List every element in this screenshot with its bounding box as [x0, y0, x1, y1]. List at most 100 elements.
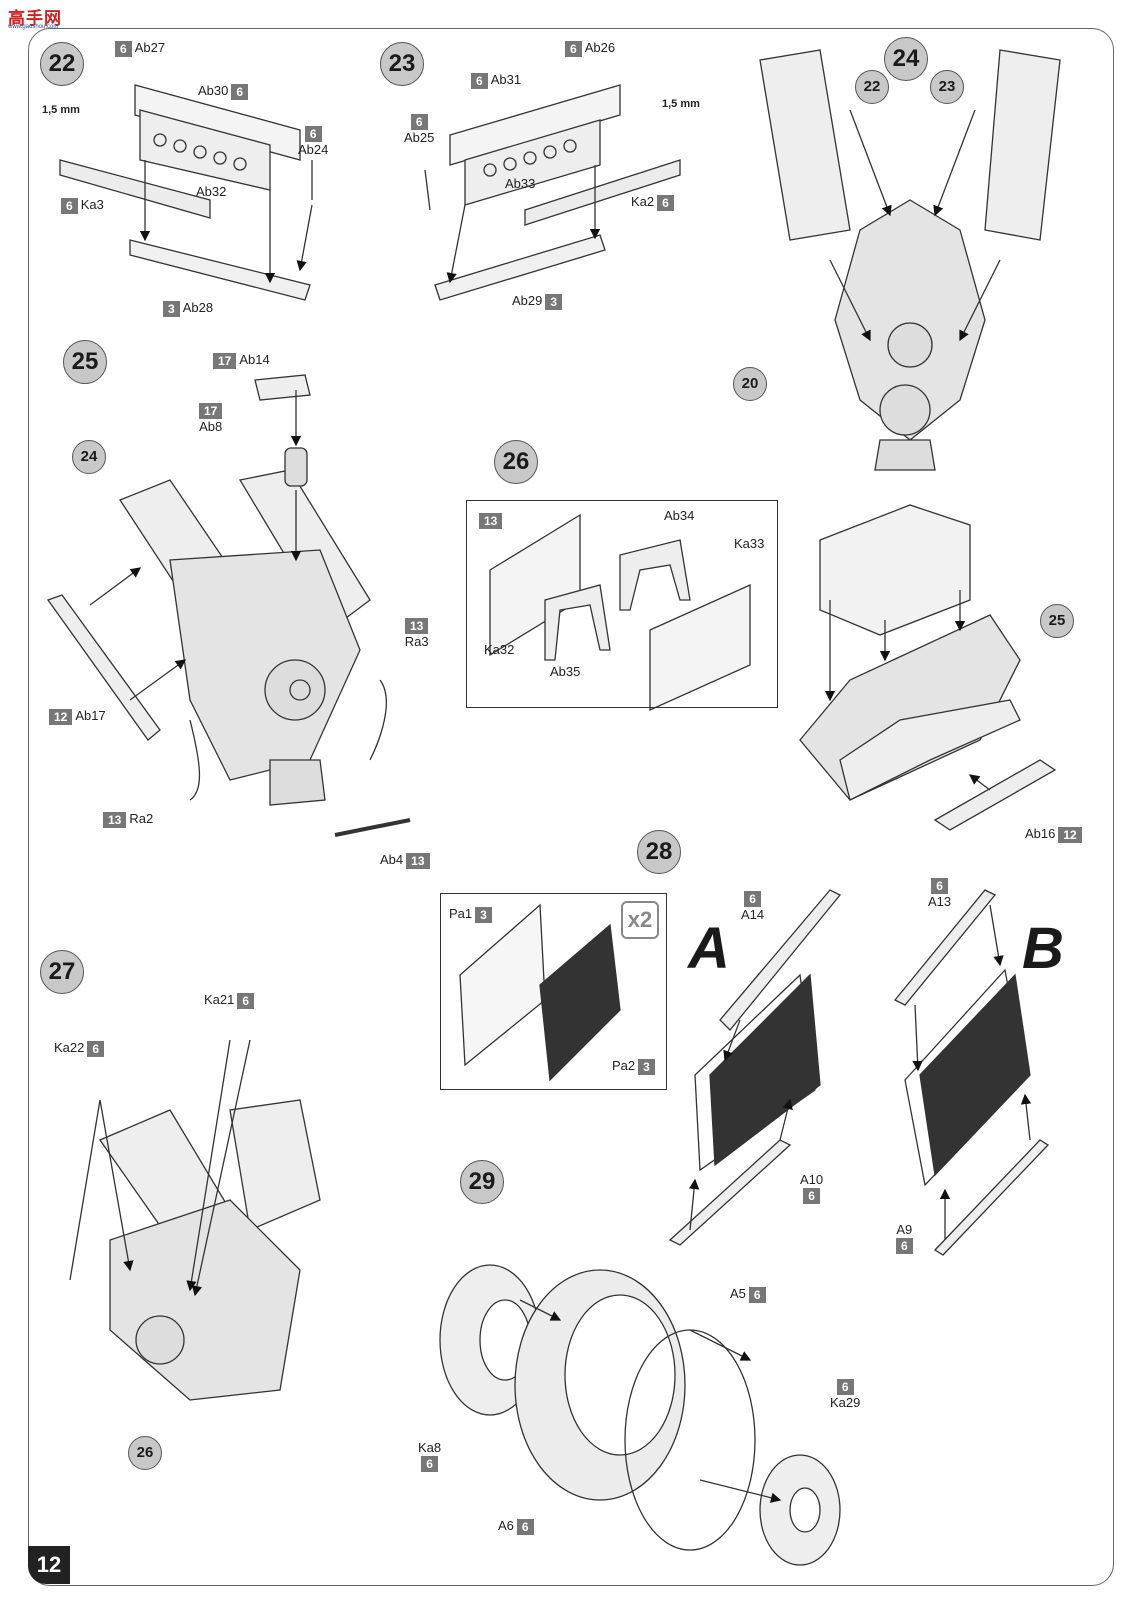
part-name: Ab35	[550, 664, 581, 679]
part-name: Ab4	[380, 852, 404, 867]
step22-drawing	[59, 84, 313, 301]
part-name: Ka21	[204, 992, 235, 1007]
paint-number: 6	[87, 1040, 105, 1057]
part-name: A9	[896, 1222, 913, 1237]
part-name: Ab17	[75, 708, 106, 723]
part-label-ab35: Ab35	[550, 664, 580, 679]
step-23: 23	[380, 42, 424, 86]
part-name: Ab27	[134, 40, 166, 55]
ref-step-22: 22	[855, 70, 889, 104]
paint-number: 13	[479, 512, 503, 529]
part-name: Ka8	[418, 1440, 442, 1455]
step-24: 24	[884, 37, 928, 81]
site-logo: 高手网 www.gaoshou.com	[4, 4, 74, 36]
step-29: 29	[460, 1160, 504, 1204]
step-27: 27	[40, 950, 84, 994]
paint-number: 6	[471, 72, 488, 89]
paint-number: 6	[61, 197, 78, 214]
site-logo-url: www.gaoshou.com	[8, 24, 59, 30]
paint-number: 6	[748, 1286, 766, 1303]
paint-number: 6	[231, 83, 249, 100]
paint-number: 6	[657, 194, 674, 211]
paint-number: 6	[115, 40, 132, 57]
ref-step-26: 26	[128, 1436, 162, 1470]
part-name: Ab31	[490, 72, 522, 87]
part-label-frame26: 13	[476, 512, 505, 529]
paint-number: 6	[421, 1455, 438, 1472]
step25-drawing	[46, 374, 411, 837]
paint-number: 6	[803, 1187, 820, 1204]
part-label-ab34: Ab34	[664, 508, 694, 523]
variant-a-letter: A	[688, 916, 730, 981]
part-label-ka33: Ka33	[734, 536, 764, 551]
ref-step-20: 20	[733, 367, 767, 401]
step26-inset-drawing	[489, 513, 751, 712]
part-name: Ab24	[298, 141, 329, 157]
part-label-ab33: Ab33	[505, 176, 535, 191]
ref-step-25: 25	[1040, 604, 1074, 638]
part-name: Ab34	[664, 508, 695, 523]
site-logo-text: 高手网	[8, 9, 62, 29]
paint-number: 13	[103, 811, 127, 828]
paint-number: 6	[836, 1378, 854, 1395]
part-name: Ab26	[584, 40, 616, 55]
step28-inset-box	[440, 893, 667, 1090]
step-28: 28	[637, 830, 681, 874]
page-number: 12	[28, 1546, 70, 1584]
paint-number: 6	[896, 1237, 913, 1254]
paint-number: 12	[49, 708, 73, 725]
paint-number: 12	[1058, 826, 1082, 843]
part-name: Pa2	[612, 1058, 636, 1073]
part-name: Ab33	[505, 176, 536, 191]
paint-number: 6	[304, 125, 322, 142]
paint-number: 3	[163, 300, 180, 317]
part-name: Ka32	[484, 642, 515, 657]
step-26: 26	[494, 440, 538, 484]
part-name: Ab29	[512, 293, 543, 308]
part-name: A14	[741, 906, 765, 922]
part-name: Ab16	[1025, 826, 1056, 841]
paint-number: 13	[406, 852, 430, 869]
step29-drawing	[439, 1264, 841, 1566]
part-name: A13	[928, 893, 952, 909]
step27-drawing	[69, 1039, 321, 1401]
step28b-drawing	[893, 889, 1050, 1256]
variant-b-letter: B	[1022, 916, 1064, 981]
part-name: Ab25	[404, 129, 435, 145]
part-name: Ka33	[734, 536, 765, 551]
paint-number: 6	[744, 890, 761, 907]
part-name: Ab28	[182, 300, 214, 315]
paint-number: 17	[213, 352, 237, 369]
part-name: Ka22	[54, 1040, 85, 1055]
page-frame	[28, 28, 1114, 1586]
step24-drawing	[759, 49, 1061, 471]
part-name: Ab32	[196, 184, 227, 199]
part-name: A5	[730, 1286, 746, 1301]
step23-drawing	[424, 84, 681, 301]
paint-number: 3	[475, 906, 492, 923]
paint-number: 6	[565, 40, 582, 57]
part-label-ab32: Ab32	[196, 184, 226, 199]
